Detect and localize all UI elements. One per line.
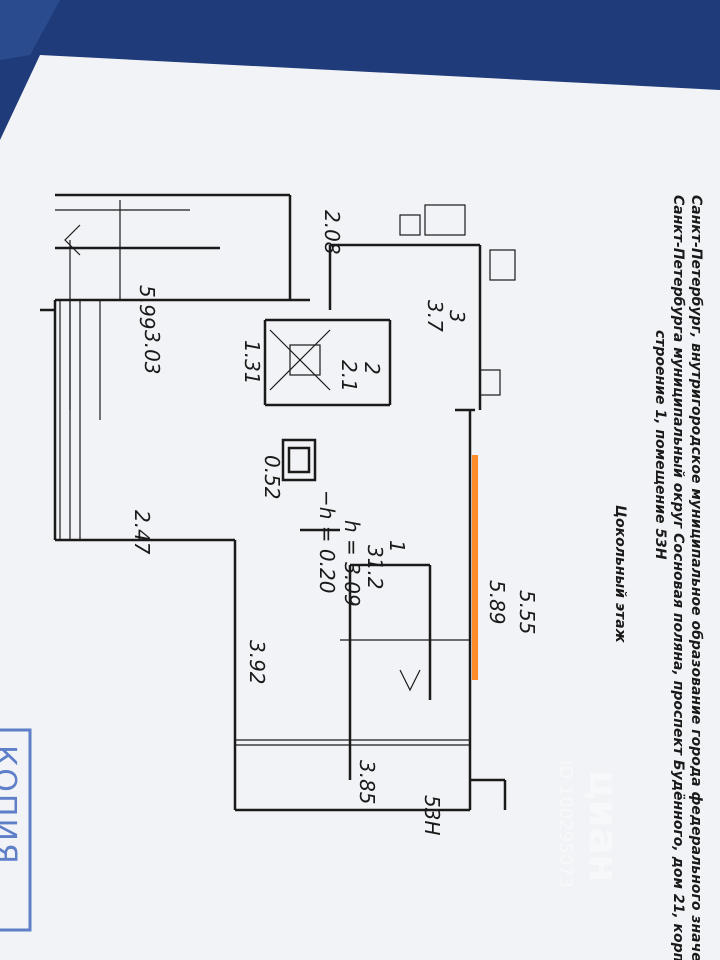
floor-title: Цокольный этаж (612, 505, 628, 644)
watermark-id: ID 100295073 (555, 760, 576, 888)
walls (40, 193, 516, 812)
dimension-label: 2.08 (320, 210, 344, 255)
dimension-label: 3.03 (140, 330, 164, 375)
watermark-brand: циан (580, 770, 626, 882)
dimension-label: 0.52 (260, 455, 284, 500)
dimension-label: 5.89 (485, 580, 509, 625)
dimension-label: 5.55 (515, 590, 539, 635)
dimension-label: 2.47 (130, 510, 154, 555)
floor-plan: Санкт-Петербург, внутригородское муницип… (40, 193, 704, 960)
dimension-label: 3.85 (355, 760, 379, 805)
dimension-label: 5.99 (135, 285, 159, 330)
address-line-3: строение 1, помещение 53Н (652, 330, 668, 560)
address-line-2: Санкт-Петербурга муниципальный округ Сос… (670, 195, 686, 960)
room-3-area: 3.7 (423, 300, 447, 332)
copy-stamp: КОПИЯ (0, 728, 32, 932)
paper-sheet (0, 55, 720, 960)
room-2-area: 2.1 (337, 360, 361, 392)
room-1-area: 31.2 (363, 545, 387, 590)
dimension-label: 3.92 (245, 640, 269, 685)
room-1-number: 1 (385, 540, 409, 553)
copy-stamp-text: КОПИЯ (0, 745, 22, 866)
room-1-depth: −h = 0.20 (315, 490, 339, 593)
room-1-height: h = 3.09 (340, 520, 364, 607)
dimension-label: 1.31 (240, 340, 264, 385)
premise-number: 53Н (420, 795, 444, 836)
room-2-number: 2 (360, 362, 384, 375)
address-line-1: Санкт-Петербург, внутригородское муницип… (688, 195, 704, 960)
room-3-number: 3 (445, 310, 469, 323)
paper-corner-shadow (0, 0, 60, 60)
